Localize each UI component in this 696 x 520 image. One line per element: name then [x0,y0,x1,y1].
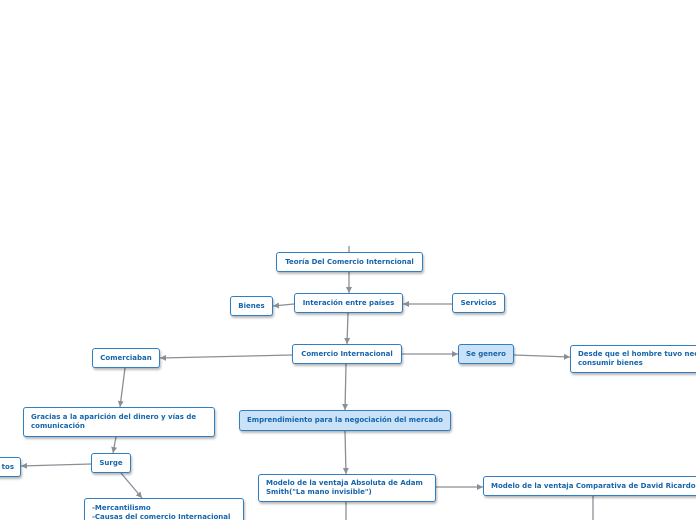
node-comercio-label: Comercio Internacional [301,349,393,358]
node-ricardo[interactable]: Modelo de la ventaja Comparativa de Davi… [483,476,696,496]
node-surge[interactable]: Surge [91,453,131,473]
node-bienes-label: Bienes [238,301,265,310]
node-adam-smith[interactable]: Modelo de la ventaja Absoluta de Adam Sm… [258,474,436,502]
edge-surge-to-mercantilismo [120,472,143,499]
node-emprendimiento[interactable]: Emprendimiento para la negociación del m… [239,410,451,431]
node-bienes[interactable]: Bienes [230,296,273,316]
node-tos[interactable]: tos [0,457,21,477]
edge-comerciaban-to-gracias [117,367,126,408]
node-adam-smith-label: Modelo de la ventaja Absoluta de Adam Sm… [266,479,423,496]
node-interaccion-label: Interación entre países [302,298,395,307]
edge-emprendimiento-to-adam-smith [342,430,349,475]
node-desde-que[interactable]: Desde que el hombre tuvo nec consumir bi… [570,345,696,373]
node-mercantilismo-label: -Mercantilismo -Causas del comercio Inte… [92,504,231,520]
node-comerciaban-label: Comerciaban [100,353,152,362]
edge-interaccion-to-bienes [272,302,295,309]
edge-comercio-to-comerciaban [159,354,293,361]
edge-surge-to-tos [20,462,92,469]
node-ricardo-label: Modelo de la ventaja Comparativa de Davi… [491,481,696,490]
node-teoria[interactable]: Teoría Del Comercio Interncional [276,252,423,272]
node-interaccion[interactable]: Interación entre países [294,293,403,313]
node-se-genero[interactable]: Se genero [458,344,514,364]
edge-gracias-to-surge [111,436,118,454]
node-tos-label: tos [1,462,14,471]
node-se-genero-label: Se genero [466,349,506,358]
node-comercio[interactable]: Comercio Internacional [292,344,402,364]
node-servicios[interactable]: Servicios [452,293,505,313]
node-servicios-label: Servicios [460,298,497,307]
node-comerciaban[interactable]: Comerciaban [92,348,160,368]
node-desde-que-label: Desde que el hombre tuvo nec consumir bi… [578,350,696,367]
edge-comercio-to-emprendimiento [342,363,349,411]
node-gracias[interactable]: Gracias a la aparición del dinero y vías… [23,407,215,437]
node-emprendimiento-label: Emprendimiento para la negociación del m… [247,416,443,424]
node-gracias-label: Gracias a la aparición del dinero y vías… [31,413,197,430]
node-mercantilismo[interactable]: -Mercantilismo -Causas del comercio Inte… [84,498,244,520]
node-teoria-label: Teoría Del Comercio Interncional [285,257,414,266]
edge-interaccion-to-comercio [344,312,351,345]
node-surge-label: Surge [99,458,123,467]
edge-se-genero-to-desde-que [513,353,571,360]
